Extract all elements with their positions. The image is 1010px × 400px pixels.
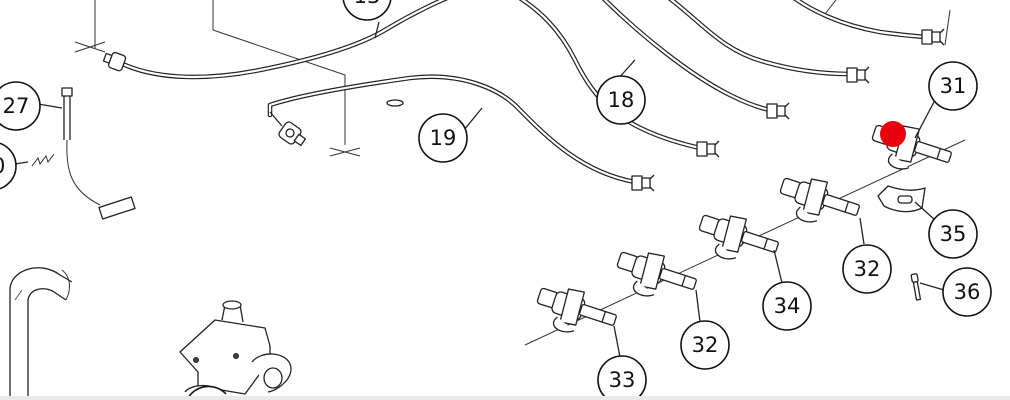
selection-marker[interactable] bbox=[880, 121, 906, 147]
callout-18-label: 18 bbox=[608, 88, 635, 112]
thermocouple-27 bbox=[61, 87, 136, 220]
valve-34 bbox=[698, 214, 779, 260]
callout-27-label: 27 bbox=[3, 94, 30, 118]
callout-13-label: 13 bbox=[354, 0, 381, 8]
valve-32a bbox=[779, 177, 860, 223]
gas-pipe-19 bbox=[267, 74, 638, 185]
callout-35-label: 35 bbox=[940, 222, 967, 246]
gas-pipe-upper-c bbox=[601, 0, 773, 113]
construction-lines bbox=[94, 0, 966, 346]
callout-32a: 32 bbox=[842, 244, 892, 294]
elbow-pipe bbox=[9, 267, 73, 396]
gas-valves bbox=[536, 124, 952, 333]
gas-pipe-upper-a bbox=[667, 0, 853, 77]
valve-31 bbox=[871, 124, 952, 170]
callout-31: 31 bbox=[928, 61, 978, 111]
gas-pipe-13 bbox=[122, 0, 449, 80]
callout-36: 36 bbox=[942, 267, 992, 317]
callout-32b-label: 32 bbox=[692, 333, 719, 357]
callout-34-label: 34 bbox=[774, 294, 801, 318]
callout-partial bbox=[187, 385, 227, 399]
callout-33: 33 bbox=[597, 355, 647, 400]
gas-pipe-upper-b bbox=[793, 0, 928, 40]
callout-13: 13 bbox=[342, 0, 392, 21]
pipe-nuts bbox=[102, 28, 945, 192]
gas-pipe-18 bbox=[518, 0, 703, 151]
callout-34: 34 bbox=[762, 281, 812, 331]
valve-33 bbox=[536, 287, 617, 333]
callout-36-label: 36 bbox=[954, 280, 981, 304]
callout-30-label: 30 bbox=[0, 154, 5, 178]
bracket-35 bbox=[877, 185, 926, 213]
screw-36 bbox=[910, 273, 922, 301]
callout-19-label: 19 bbox=[430, 126, 457, 150]
valve-32b bbox=[616, 251, 697, 297]
callout-33-label: 33 bbox=[609, 368, 636, 392]
callout-32b: 32 bbox=[680, 320, 730, 370]
callout-35: 35 bbox=[928, 209, 978, 259]
callout-32a-label: 32 bbox=[854, 257, 881, 281]
clip-30 bbox=[31, 153, 55, 167]
callout-31-label: 31 bbox=[940, 74, 967, 98]
bottom-scrollbar[interactable] bbox=[0, 396, 1010, 400]
callout-18: 18 bbox=[596, 75, 646, 125]
callout-19: 19 bbox=[418, 113, 468, 163]
callout-30: 30 bbox=[0, 142, 17, 190]
callout-27: 27 bbox=[0, 81, 41, 131]
x-marks bbox=[74, 41, 404, 157]
gas-regulator bbox=[179, 300, 292, 395]
